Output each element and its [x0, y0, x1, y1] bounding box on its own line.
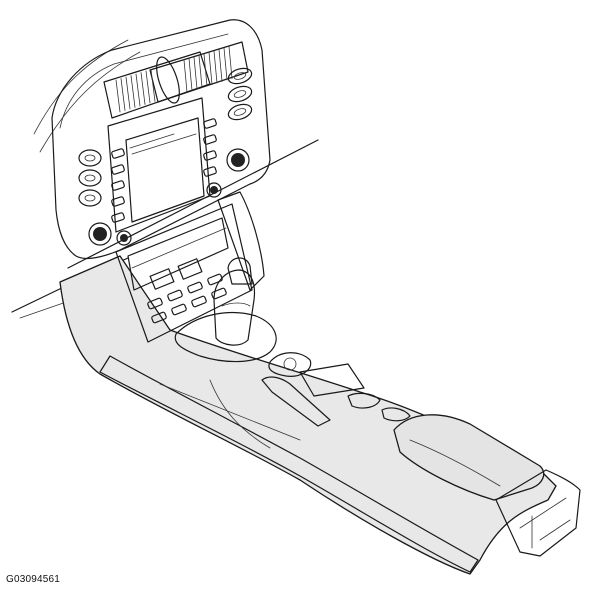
climate-button: [187, 281, 203, 294]
knob-right-large: [226, 148, 250, 172]
vent-slat: [198, 55, 203, 88]
climate-button: [211, 287, 227, 300]
vent-slats-left: [115, 69, 156, 113]
vent-slat: [183, 59, 188, 93]
vent-slat: [115, 79, 121, 113]
vent-slat: [188, 58, 193, 91]
vent-slat: [150, 69, 156, 102]
left-side-buttons: [78, 149, 102, 207]
climate-button: [191, 295, 207, 308]
climate-button: [171, 303, 187, 316]
climate-button: [147, 297, 163, 310]
vent-slat: [135, 73, 141, 107]
radio-button: [111, 164, 125, 175]
radio-button: [203, 166, 217, 177]
vent-slat: [130, 75, 136, 108]
armrest: [393, 414, 545, 501]
radio-button: [111, 148, 125, 159]
radio-buttons-right: [203, 118, 217, 177]
radio-button: [203, 118, 217, 129]
radio-button: [203, 134, 217, 145]
side-panel: [217, 191, 265, 291]
vent-slat: [125, 76, 131, 110]
knob-left-large: [88, 222, 112, 246]
rear-bin: [495, 469, 581, 557]
gear-shifter: [174, 257, 277, 363]
vent-slat: [145, 70, 151, 104]
radio-button: [203, 150, 217, 161]
knobs: [88, 148, 250, 246]
radio-button: [111, 196, 125, 207]
climate-buttons: [147, 273, 227, 324]
vent-slat: [203, 53, 208, 87]
vent-slat: [208, 52, 213, 85]
figure-id-label: G03094561: [6, 574, 61, 585]
vent-slat: [213, 50, 218, 84]
knob-small-right: [206, 182, 222, 198]
console-controls: [261, 352, 411, 427]
climate-button: [151, 311, 167, 324]
air-vents: [103, 41, 249, 119]
vent-slat: [140, 72, 146, 105]
vent-slat: [193, 56, 198, 90]
radio-button: [111, 180, 125, 191]
radio-button: [111, 212, 125, 223]
upper-fascia: [51, 19, 271, 260]
climate-button: [207, 273, 223, 286]
radio-unit: [107, 97, 217, 233]
climate-panel: [115, 203, 253, 343]
vent-slat: [223, 47, 228, 81]
knob-small-left: [116, 230, 132, 246]
vent-slat: [120, 78, 126, 111]
console-body: [59, 255, 557, 575]
radio-buttons-left: [111, 148, 125, 223]
vent-slat: [218, 49, 223, 82]
climate-button: [167, 289, 183, 302]
right-side-buttons: [227, 67, 253, 121]
